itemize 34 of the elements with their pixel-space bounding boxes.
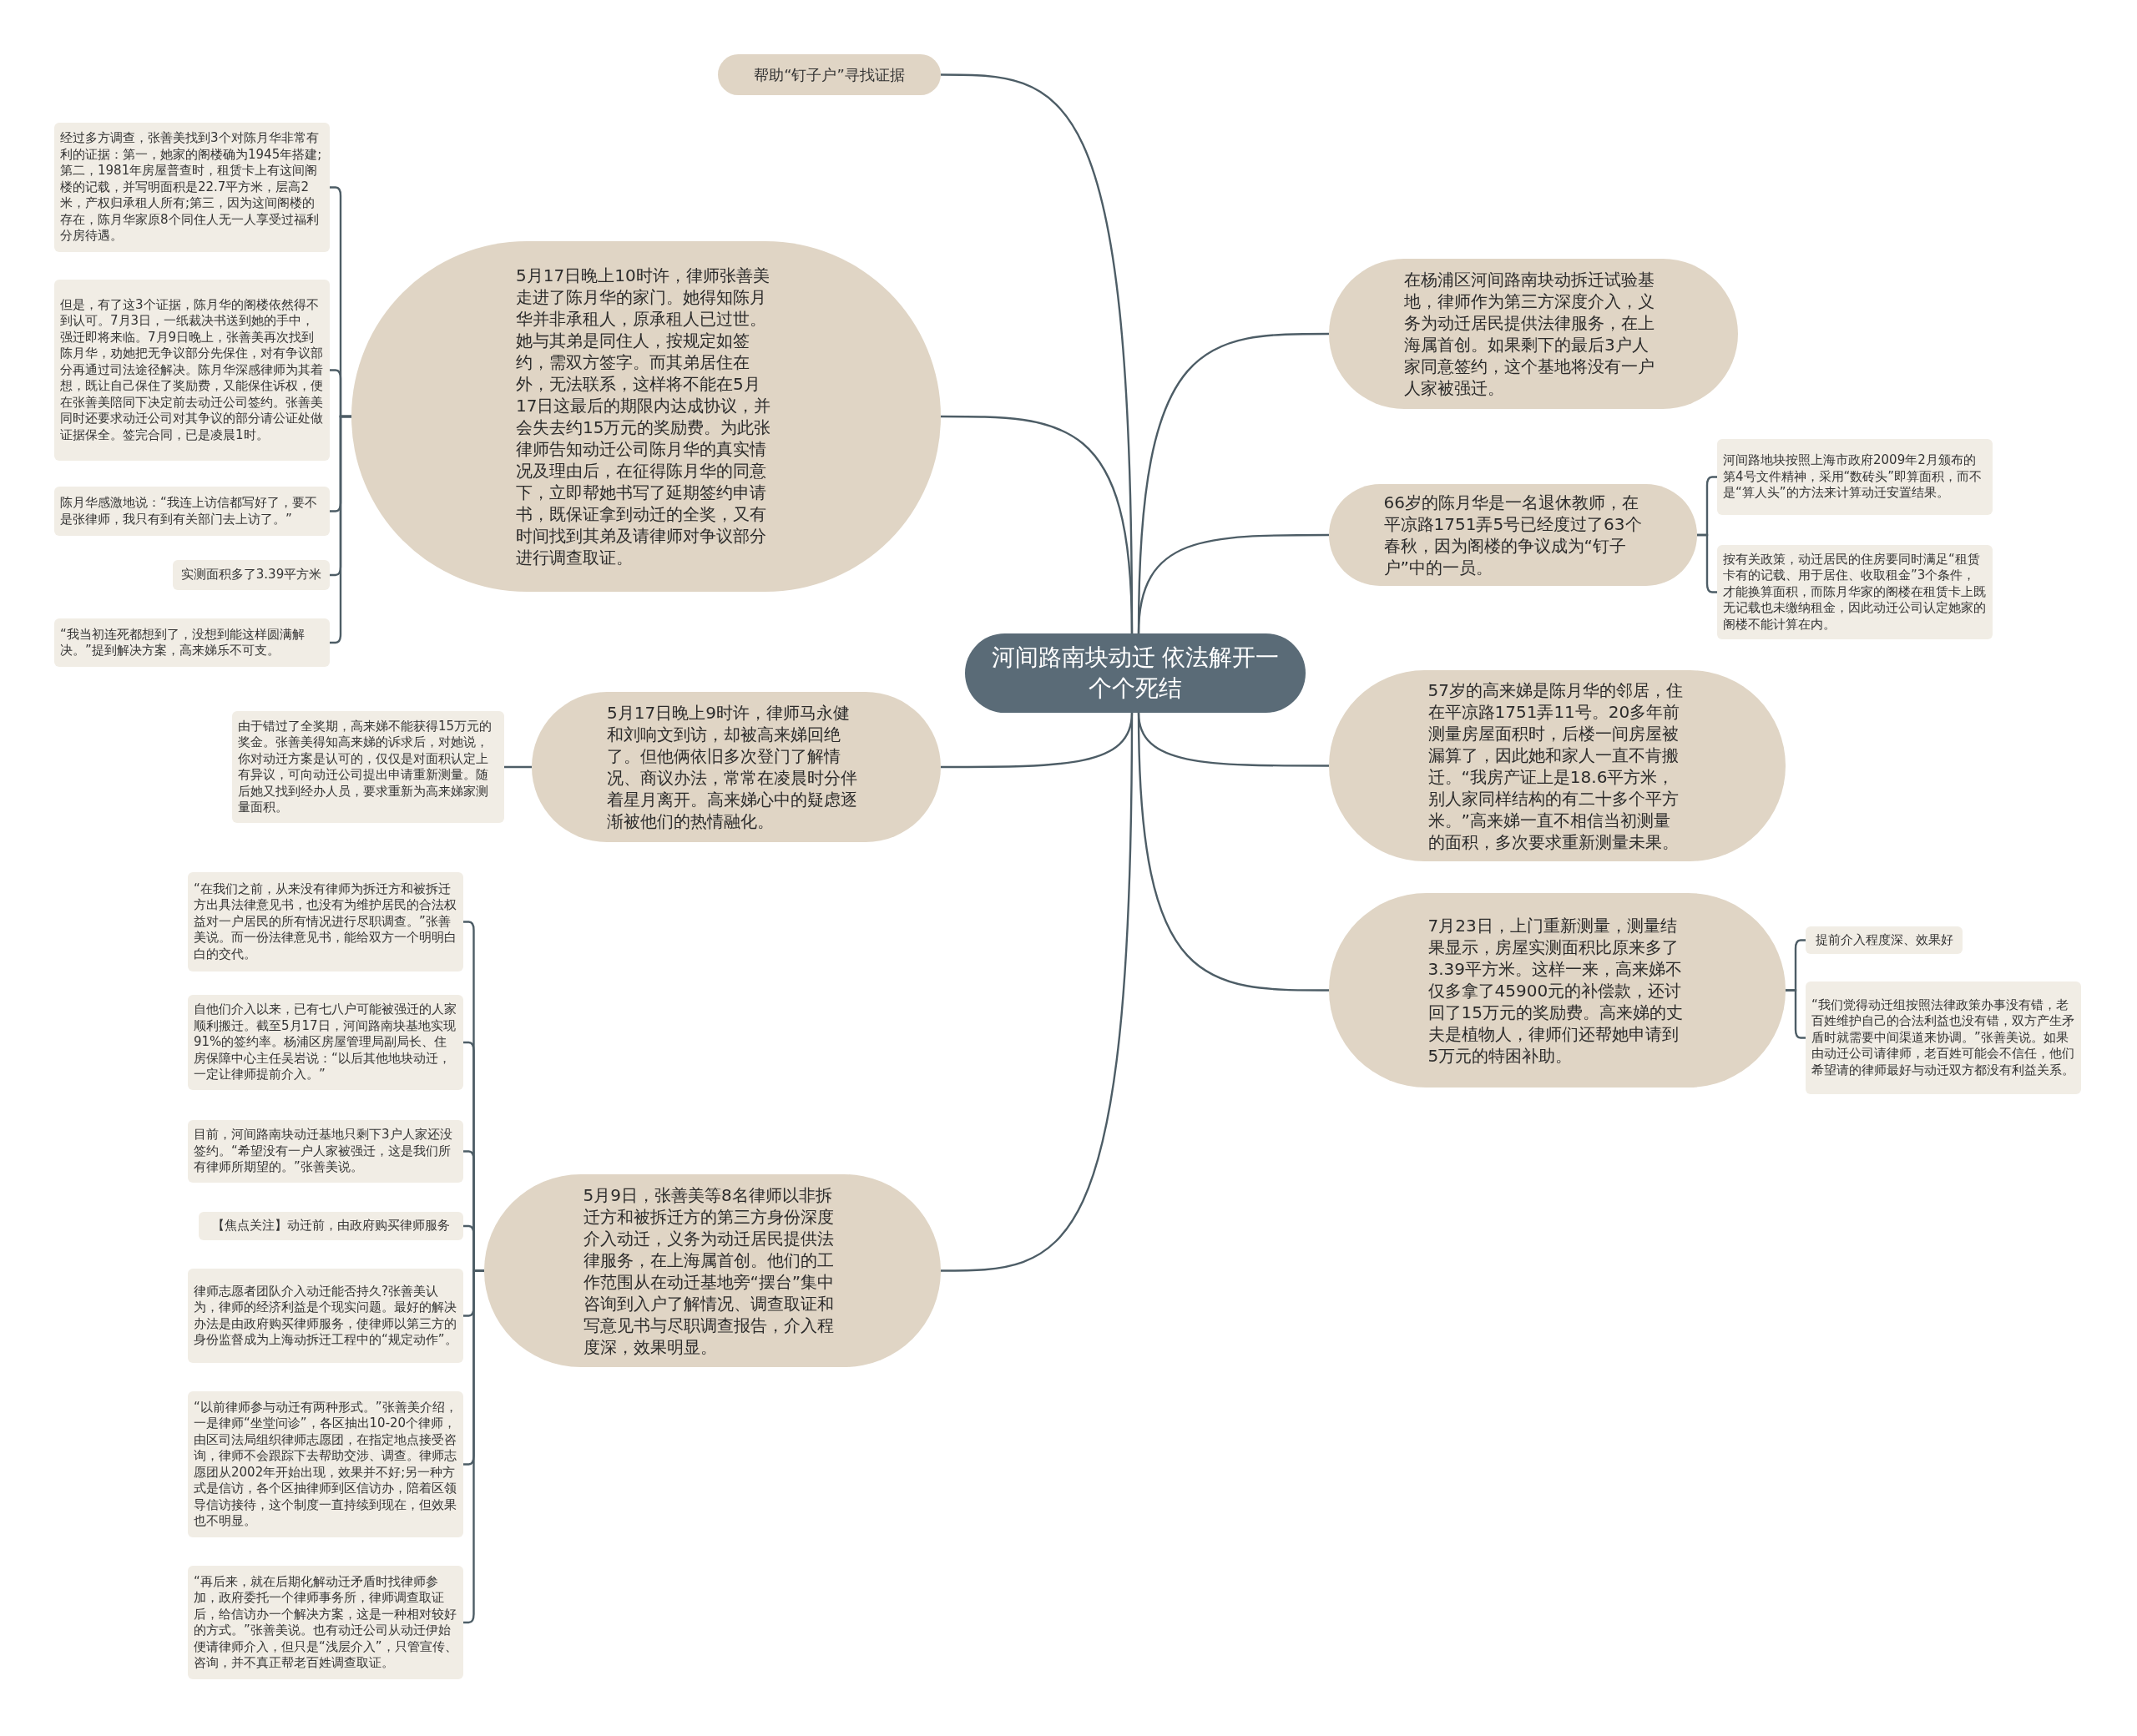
connector-line [504,765,532,769]
note-card: “再后来，就在后期化解动迁矛盾时找律师参加，政府委托一个律师事务所，律师调查取证后，给信访办一个解决方案，这是一种相对较好的方式。”张善美说。也有动迁公司从动迁伊始便请律师介入，但只是“浅层介入”，只管宣传、咨询，并不真正帮老百姓调查取证。 [188,1566,463,1679]
note-card: 律师志愿者团队介入动迁能否持久?张善美认为，律师的经济利益是个现实问题。最好的解决办法是由政府购买律师服务，使律师以第三方的身份监督成为上海动拆迁工程中的“规定动作”。 [188,1269,463,1363]
note-card: 河间路地块按照上海市政府2009年2月颁布的第4号文件精神，采用“数砖头”即算面积，而不是“算人头”的方法来计算动迁安置结果。 [1717,439,1993,515]
note-card: 经过多方调查，张善美找到3个对陈月华非常有利的证据：第一，她家的阁楼确为1945年搭建;第二，1981年房屋普查时，租赁卡上有这间阁楼的记载，并写明面积是22.7平方米，层高2米，产权归承租人所有;第三，因为这间阁楼的存在，陈月华家原8个同住人无一人享受过福利分房待遇。 [54,123,330,252]
topic-pill: 5月9日，张善美等8名律师以非拆迁方和被拆迁方的第三方身份深度介入动迁，义务为动迁居民提供法律服务，在上海属首创。他们的工作范围从在动迁基地旁“摆台”集中咨询到入户了解情况、调查取证和写意见书与尽职调查报告，介入程度深，效果明显。 [484,1174,941,1367]
topic-pill: 5月17日晚上10时许，律师张善美走进了陈月华的家门。她得知陈月华并非承租人，原承租人已过世。她与其弟是同住人，按规定如签约，需双方签字。而其弟居住在外，无法联系，这样将不能在5月17日这最后的期限内达成协议，并会失去约15万元的奖励费。为此张律师告知动迁公司陈月华的真实情况及理由后，在征得陈月华的同意下，立即帮她书写了延期签约申请书，既保证拿到动迁的全奖，又有时间找到其弟及请律师对争议部分进行调查取证。 [351,241,941,592]
connector-line [941,713,1134,1272]
note-card: 实测面积多了3.39平方米 [173,560,330,590]
topic-pill: 7月23日，上门重新测量，测量结果显示，房屋实测面积比原来多了3.39平方米。这样一来，高来娣不仅多拿了45900元的补偿款，还讨回了15万元的奖励费。高来娣的丈夫是植物人，律师们还帮她申请到5万元的特困补助。 [1329,893,1786,1088]
note-card: 陈月华感激地说：“我连上访信都写好了，要不是张律师，我只有到有关部门去上访了。” [54,487,330,536]
connector-line [1137,712,1329,992]
connector-line [1786,989,1806,1039]
topic-pill: 66岁的陈月华是一名退休教师，在平凉路1751弄5号已经度过了63个春秋，因为阁楼的争议成为“钉子户”中的一员。 [1329,484,1697,586]
topic-pill: 帮助“钉子户”寻找证据 [718,54,941,95]
note-card: 提前介入程度深、效果好 [1806,926,1963,954]
note-card: 按有关政策，动迁居民的住房要同时满足“租赁卡有的记载、用于居住、收取租金”3个条件，才能换算面积，而陈月华家的阁楼在租赁卡上既无记载也未缴纳租金，因此动迁公司认定她家的阁楼不能计算在内。 [1717,545,1993,639]
topic-pill: 5月17日晚上9时许，律师马永健和刘响文到访，却被高来娣回绝了。但他俩依旧多次登门了解情况、商议办法，常常在凌晨时分伴着星月离开。高来娣心中的疑虑逐渐被他们的热情融化。 [532,692,941,842]
note-card: “我们觉得动迁组按照法律政策办事没有错，老百姓维护自己的合法利益也没有错，双方产生矛盾时就需要中间渠道来协调。”张善美说。如果由动迁公司请律师，老百姓可能会不信任，他们希望请的律师最好与动迁双方都没有利益关系。 [1806,982,2081,1094]
connector-line [941,415,1134,634]
note-card: 但是，有了这3个证据，陈月华的阁楼依然得不到认可。7月3日，一纸裁决书送到她的手中，强迁即将来临。7月9日晚上，张善美再次找到陈月华，劝她把无争议部分先保住，对有争议部分再通过司法途径解决。陈月华深感律师为其着想，既让自己保住了奖励费，又能保住诉权，便在张善美陪同下决定前去动迁公司签约。张善美同时还要求动迁公司对其争议的部分请公证处做证据保全。签完合同，已是凌晨1时。 [54,280,330,461]
connector-line [463,1269,484,1624]
note-card: “在我们之前，从来没有律师为拆迁方和被拆迁方出具法律意见书，也没有为维护居民的合法权益对一户居民的所有情况进行尽职调查。”张善美说。而一份法律意见书，能给双方一个明明白白的交代。 [188,872,463,971]
note-card: 目前，河间路南块动迁基地只剩下3户人家还没签约。“希望没有一户人家被强迁，这是我们所有律师所期望的。”张善美说。 [188,1120,463,1183]
topic-pill: 57岁的高来娣是陈月华的邻居，住在平凉路1751弄11号。20多年前测量房屋面积时，后楼一间房屋被漏算了，因此她和家人一直不肯搬迁。“我房产证上是18.6平方米，别人家同样结构的有二十多个平方米。”高来娣一直不相信当初测量的面积，多次要求重新测量未果。 [1329,670,1786,861]
central-topic: 河间路南块动迁 依法解开一个个死结 [965,633,1306,713]
connector-line [1697,533,1717,593]
note-card: “我当初连死都想到了，没想到能这样圆满解决。”提到解决方案，高来娣乐不可支。 [54,618,330,667]
note-card: 自他们介入以来，已有七八户可能被强迁的人家顺利搬迁。截至5月17日，河间路南块基地实现91%的签约率。杨浦区房屋管理局副局长、住房保障中心主任吴岩说：“以后其他地块动迁，一定让律师提前介入。” [188,995,463,1090]
note-card: 由于错过了全奖期，高来娣不能获得15万元的奖金。张善美得知高来娣的诉求后，对她说，你对动迁方案是认可的，仅仅是对面积认定上有异议，可向动迁公司提出申请重新测量。随后她又找到经办人员，要求重新为高来娣家测量面积。 [232,711,504,823]
topic-pill: 在杨浦区河间路南块动拆迁试验基地，律师作为第三方深度介入，义务为动迁居民提供法律服务，在上海属首创。如果剩下的最后3户人家同意签约，这个基地将没有一户人家被强迁。 [1329,259,1738,409]
note-card: 【焦点关注】动迁前，由政府购买律师服务 [199,1212,463,1240]
note-card: “以前律师参与动迁有两种形式。”张善美介绍，一是律师“坐堂问诊”，各区抽出10-20个律师，由区司法局组织律师志愿团，在指定地点接受咨询，律师不会跟踪下去帮助交涉、调查。律师志愿团从2002年开始出现，效果并不好;另一种方式是信访，各个区抽律师到区信访办，陪着区领导信访接待，这个制度一直持续到现在，但效果也不明显。 [188,1391,463,1537]
connector-line [1137,533,1329,634]
